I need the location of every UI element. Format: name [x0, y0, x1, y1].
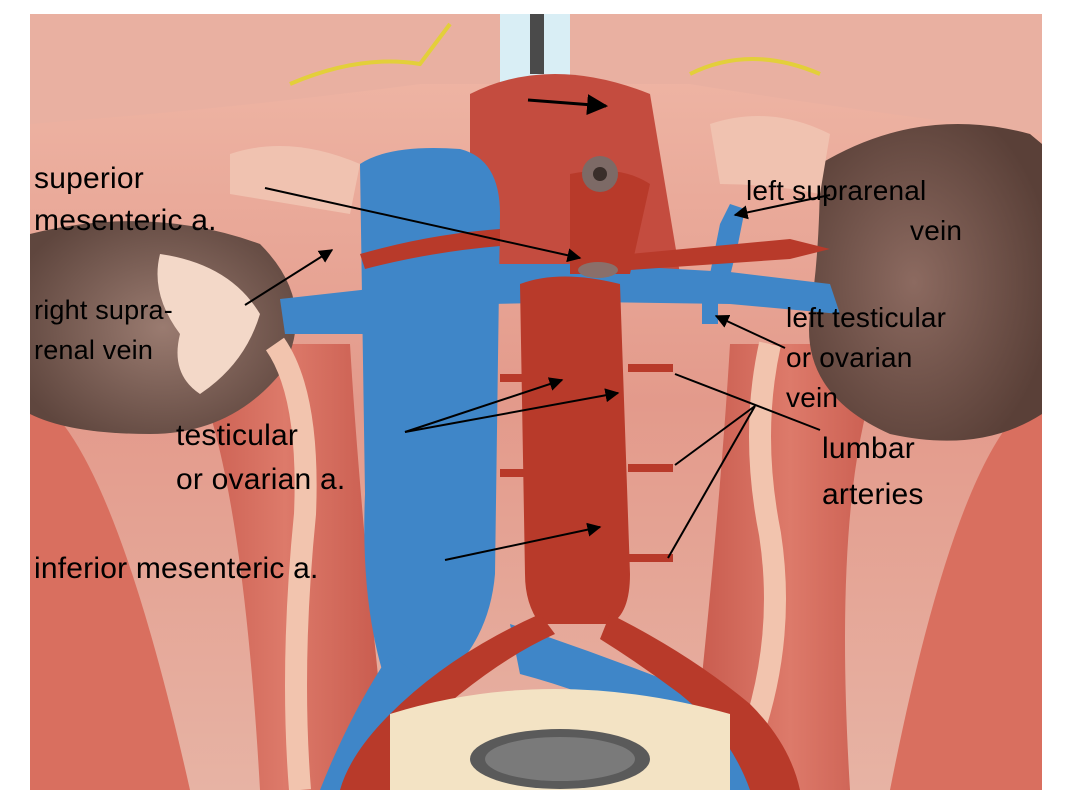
label-left-testicular-vein: vein [786, 382, 839, 413]
left-testicular-vein [702, 302, 718, 324]
right-kidney-hilum [157, 254, 260, 394]
label-testicular: testicular [176, 419, 299, 452]
label-left-testicular: left testicular [786, 302, 947, 333]
inferior-vena-cava [360, 148, 500, 694]
left-suprarenal [710, 116, 830, 194]
label-superior: superior [34, 162, 144, 195]
label-left-suprarenal-vein: vein [910, 215, 963, 246]
label-mesenteric-a: mesenteric a. [34, 204, 217, 237]
top-arrow [527, 94, 609, 116]
lumbar-pointer-3 [667, 405, 756, 559]
lumbar-pointer-1 [674, 373, 821, 431]
lumbar-pointer-2 [674, 405, 756, 466]
right-suprarenal-pointer [244, 249, 334, 306]
aorta [520, 276, 630, 624]
aorta-upper [570, 170, 650, 274]
right-renal-vein [280, 289, 370, 334]
testicular-pointer-1 [404, 377, 564, 433]
right-ureter [265, 337, 317, 790]
psoas-left [180, 344, 390, 790]
right-kidney [30, 221, 296, 434]
label-renal-vein: renal vein [34, 335, 154, 365]
label-arteries: arteries [822, 478, 924, 511]
superior-mesenteric-stump [578, 262, 618, 278]
superior-mesenteric-pointer [264, 187, 582, 263]
left-testicular-pointer [714, 314, 786, 349]
label-left-ovarian: or ovarian [786, 342, 913, 373]
left-kidney [809, 124, 1042, 441]
label-inferior-mesenteric: inferior mesenteric a. [34, 552, 319, 585]
right-suprarenal [230, 146, 360, 214]
inferior-mesenteric-pointer [444, 522, 602, 561]
label-left-suprarenal: left suprarenal [746, 175, 927, 206]
testicular-pointer-2 [404, 388, 620, 433]
left-suprarenal-pointer [733, 194, 831, 220]
iliac-vein-left [320, 654, 430, 790]
anatomy-photo [30, 14, 1042, 790]
nerve-left [289, 22, 452, 86]
iliac-artery-right [600, 614, 800, 790]
nerve-right [689, 57, 821, 76]
label-lumbar: lumbar [822, 432, 915, 465]
psoas-right [690, 344, 890, 790]
label-ovarian-a: or ovarian a. [176, 463, 346, 496]
left-renal-artery [630, 239, 830, 270]
label-right-supra: right supra- [34, 295, 173, 325]
right-renal-artery [360, 229, 500, 269]
